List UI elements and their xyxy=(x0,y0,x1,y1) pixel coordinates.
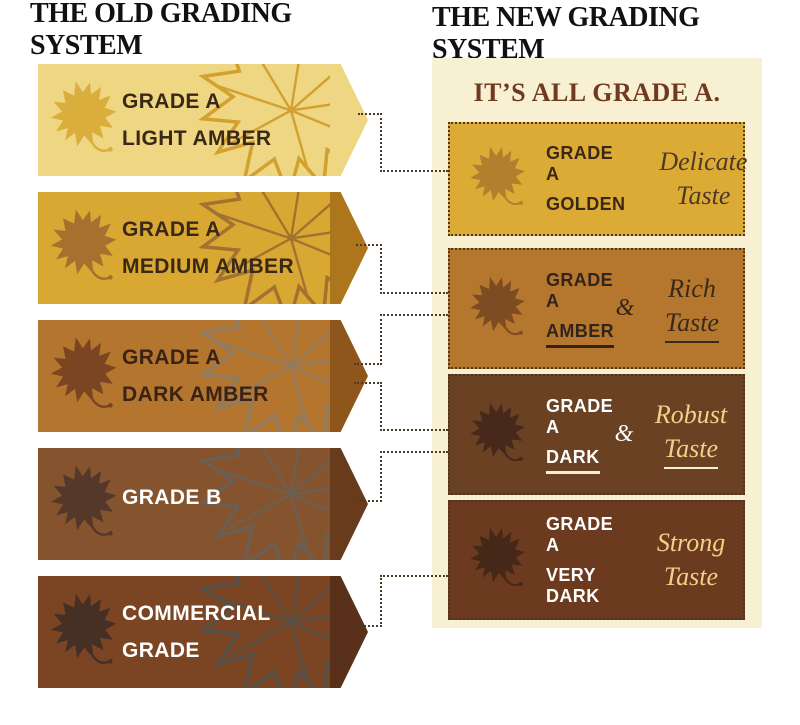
banner-arrow-tip xyxy=(330,448,368,560)
connector-line xyxy=(354,382,382,384)
banner-body: GRADE A MEDIUM AMBER xyxy=(38,192,330,304)
maple-leaf-icon xyxy=(43,201,126,292)
connector-line xyxy=(380,170,448,172)
connector-line xyxy=(358,113,382,115)
connector-line xyxy=(356,244,382,246)
banner-body: COMMERCIAL GRADE xyxy=(38,576,330,688)
headline: IT’S ALL GRADE A. xyxy=(473,78,721,107)
new-grade-card-amber: GRADE A AMBER & Rich Taste xyxy=(448,248,745,369)
banner-arrow-tip xyxy=(330,64,368,176)
old-grade-banner-light-amber: GRADE A LIGHT AMBER xyxy=(38,64,368,176)
connector-line xyxy=(380,575,382,627)
grade-name: DARK xyxy=(546,447,600,474)
banner-body: GRADE A DARK AMBER xyxy=(38,320,330,432)
banner-body: GRADE A LIGHT AMBER xyxy=(38,64,330,176)
connector-line xyxy=(380,429,448,431)
connector-line xyxy=(380,113,382,172)
new-grade-card-golden: GRADE A GOLDEN Delicate Taste xyxy=(448,122,748,236)
grade-label: GRADE A xyxy=(122,217,221,241)
taste-word: Rich xyxy=(668,274,716,303)
connector-line xyxy=(380,292,448,294)
new-grade-card-very-dark: GRADE A VERY DARK Strong Taste xyxy=(448,500,745,620)
connector-line xyxy=(380,314,382,365)
maple-leaf-icon xyxy=(43,457,126,548)
grade-label: COMMERCIAL xyxy=(122,601,271,625)
connector-line xyxy=(380,382,382,431)
grade-name: VERY DARK xyxy=(546,564,600,606)
grade-label: GRADE A xyxy=(546,513,614,555)
old-grade-banner-grade-b: GRADE B xyxy=(38,448,368,560)
old-grade-banner-medium-amber: GRADE A MEDIUM AMBER xyxy=(38,192,368,304)
grade-label: GRADE B xyxy=(122,485,222,509)
old-grade-banner-dark-amber: GRADE A DARK AMBER xyxy=(38,320,368,432)
taste-word: Taste xyxy=(664,434,718,469)
grade-name: LIGHT AMBER xyxy=(122,126,272,150)
maple-leaf-icon xyxy=(463,520,534,598)
taste-word: Delicate xyxy=(659,147,748,176)
grade-name: GOLDEN xyxy=(546,194,626,214)
taste-word: Strong xyxy=(656,528,726,557)
maple-leaf-icon xyxy=(43,73,126,164)
maple-leaf-icon xyxy=(463,139,534,217)
connector-line xyxy=(356,625,382,627)
grade-label: GRADE A xyxy=(122,89,221,113)
banner-arrow-tip xyxy=(330,576,368,688)
connector-line xyxy=(380,575,448,577)
old-system-title: THE OLD GRADING SYSTEM xyxy=(30,0,292,61)
new-system-panel: IT’S ALL GRADE A. GRADE A GOLDEN Delicat… xyxy=(432,58,762,628)
connector-line xyxy=(380,451,382,502)
maple-leaf-icon xyxy=(43,585,126,676)
taste-word: Robust xyxy=(654,400,728,429)
grade-name: GRADE xyxy=(122,638,200,662)
maple-leaf-icon xyxy=(43,329,126,420)
grade-name: AMBER xyxy=(546,321,614,348)
taste-word: Taste xyxy=(665,308,719,343)
connector-line xyxy=(380,314,448,316)
taste-word: Taste xyxy=(664,562,718,591)
maple-leaf-icon xyxy=(463,268,534,346)
ampersand: & xyxy=(614,421,634,447)
grade-label: GRADE A xyxy=(122,345,221,369)
new-grade-card-dark: GRADE A DARK & Robust Taste xyxy=(448,374,745,495)
connector-line xyxy=(380,244,382,294)
grade-name: DARK AMBER xyxy=(122,382,269,406)
banner-body: GRADE B xyxy=(38,448,330,560)
taste-word: Taste xyxy=(676,181,731,210)
connector-line xyxy=(354,363,382,365)
grade-label: GRADE A xyxy=(546,395,614,437)
grade-name: MEDIUM AMBER xyxy=(122,254,295,278)
connector-line xyxy=(380,451,448,453)
ampersand: & xyxy=(615,295,635,321)
banner-arrow-tip xyxy=(330,320,368,432)
connector-line xyxy=(356,500,382,502)
grade-label: GRADE A xyxy=(546,143,614,184)
new-system-title: THE NEW GRADING SYSTEM xyxy=(432,2,700,65)
old-grade-banner-commercial: COMMERCIAL GRADE xyxy=(38,576,368,688)
banner-arrow-tip xyxy=(330,192,368,304)
grade-label: GRADE A xyxy=(546,269,614,311)
maple-leaf-icon xyxy=(463,394,534,472)
